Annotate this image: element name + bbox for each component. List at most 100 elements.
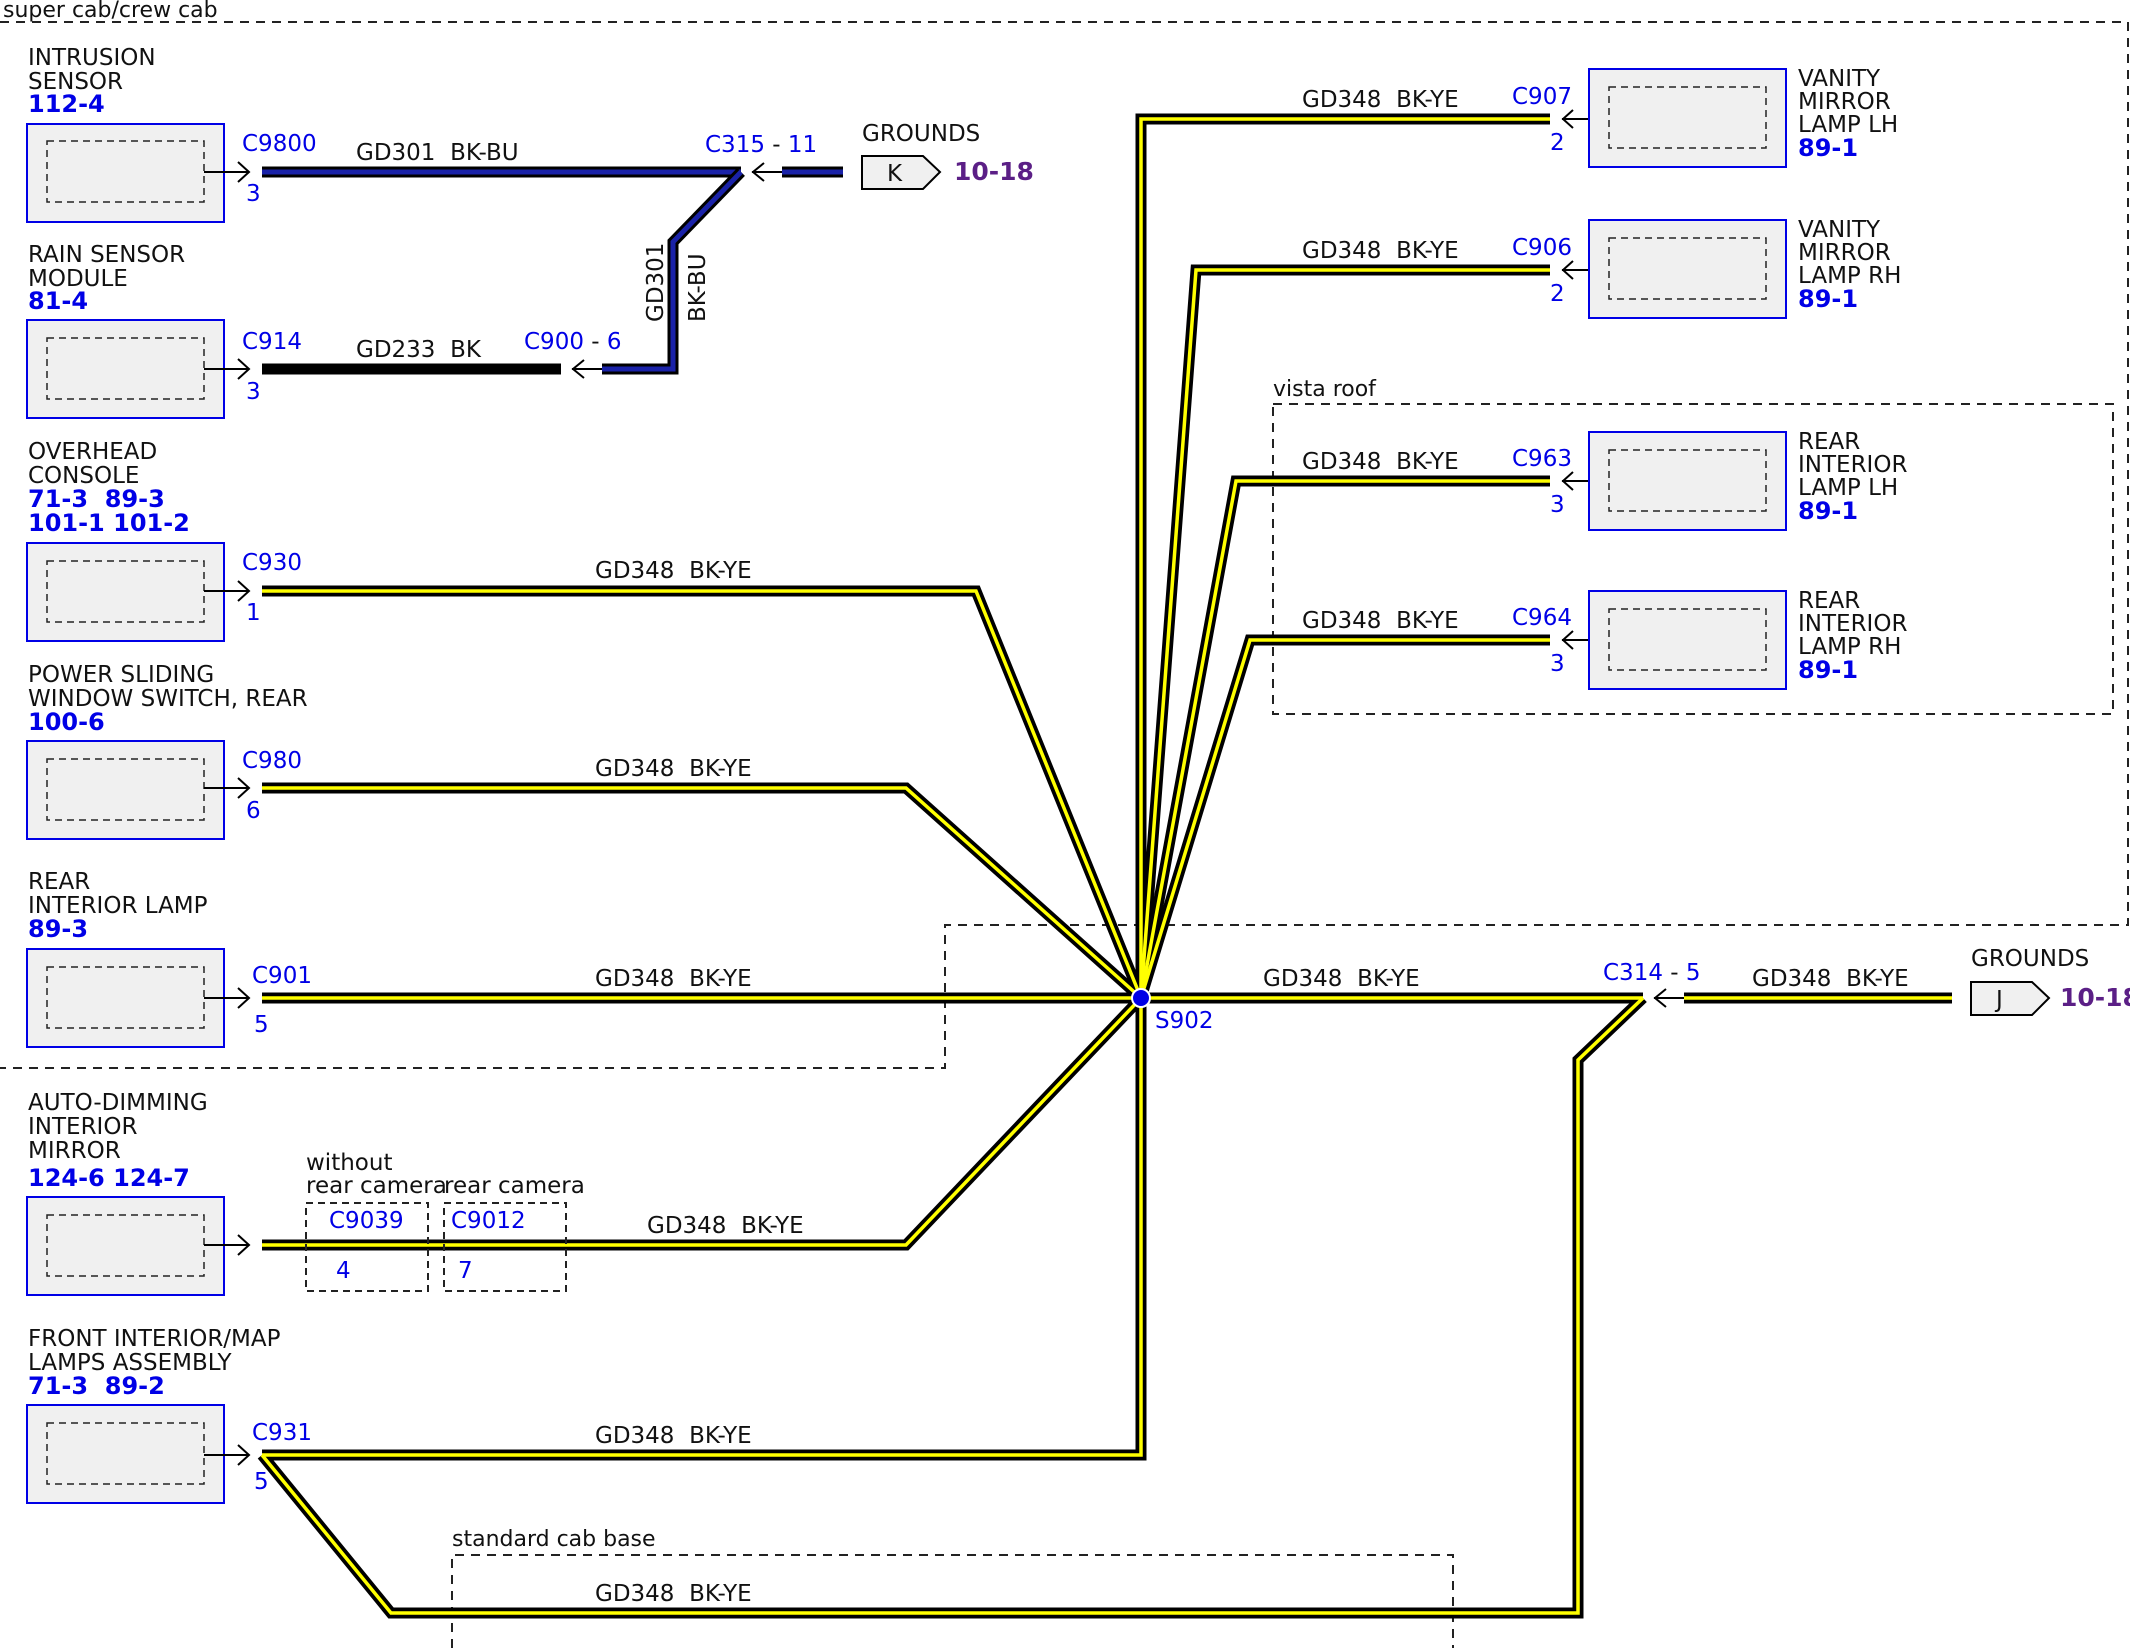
connector-c901: C901 (252, 963, 312, 989)
vanity-rh-name-2: MIRROR (1798, 240, 1891, 266)
connector-c315: C315 - 11 (705, 132, 817, 158)
ground-j-title: GROUNDS (1971, 946, 2089, 972)
connector-c9039-pin: 4 (336, 1258, 351, 1284)
component-vanity-mirror-lamp-rh: VANITY MIRROR LAMP RH 89-1 (1588, 217, 1901, 319)
connector-c9012-pin: 7 (458, 1258, 473, 1284)
wire-label-c901: GD348 BK-YE (595, 966, 752, 992)
connector-c9800: C9800 (242, 131, 317, 157)
connector-c9012: C9012 (451, 1208, 526, 1234)
connector-c980-pin: 6 (246, 798, 261, 824)
rear-lamp-lh-ref: 89-1 (1798, 497, 1858, 525)
overhead-console-ref-2: 101-1 101-2 (28, 509, 190, 537)
rear-camera-label: rear camera (444, 1173, 585, 1199)
wire-label-gd301-vertical-color: BK-BU (685, 253, 711, 322)
zone-vista-roof-outline (1272, 403, 2114, 715)
vanity-lh-ref: 89-1 (1798, 134, 1858, 162)
auto-dimming-name-1: AUTO-DIMMING (28, 1090, 208, 1116)
component-overhead-console: OVERHEAD CONSOLE 71-3 89-3 101-1 101-2 (26, 439, 225, 642)
connector-c980: C980 (242, 748, 302, 774)
connector-c907-pin: 2 (1550, 130, 1565, 156)
rear-lamp-lh-name-2: INTERIOR (1798, 452, 1907, 478)
rear-lamp-rh-ref: 89-1 (1798, 656, 1858, 684)
component-front-interior-map-lamps: FRONT INTERIOR/MAP LAMPS ASSEMBLY 71-3 8… (26, 1326, 281, 1504)
component-power-sliding-window: POWER SLIDING WINDOW SWITCH, REAR 100-6 (26, 662, 308, 840)
wire-label-c906: GD348 BK-YE (1302, 238, 1459, 264)
option-rear-camera: rear camera C9012 7 (443, 1173, 585, 1292)
connector-c930-pin: 1 (246, 600, 261, 626)
ground-k-ref: 10-18 (954, 157, 1034, 186)
wire-label-c907: GD348 BK-YE (1302, 87, 1459, 113)
zone-super-cab-outline (0, 21, 2129, 1069)
connector-c964-pin: 3 (1550, 651, 1565, 677)
connector-c314: C314 - 5 (1603, 960, 1701, 986)
zone-standard-cab-outline (451, 1554, 1454, 1648)
wire-gd301-c900 (602, 168, 745, 375)
wire-label-c964: GD348 BK-YE (1302, 608, 1459, 634)
component-rear-interior-lamp-lh: REAR INTERIOR LAMP LH 89-1 (1588, 429, 1907, 531)
zone-standard-cab-label: standard cab base (452, 1527, 656, 1552)
wire-label-mirror: GD348 BK-YE (647, 1213, 804, 1239)
wire-label-c963: GD348 BK-YE (1302, 449, 1459, 475)
connector-c314-symbol (1653, 988, 1684, 1008)
component-rear-interior-lamp: REAR INTERIOR LAMP 89-3 (26, 869, 225, 1048)
connector-c900: C900 - 6 (524, 329, 622, 355)
connector-c914-pin: 3 (246, 379, 261, 405)
wire-gd348-c963 (1135, 475, 1550, 999)
without-camera-label-1: without (306, 1150, 392, 1176)
connector-c963-pin: 3 (1550, 492, 1565, 518)
zone-super-cab-label: super cab/crew cab (3, 0, 218, 23)
rain-sensor-name-2: MODULE (28, 266, 128, 292)
connector-c930: C930 (242, 550, 302, 576)
vanity-lh-name-2: MIRROR (1798, 89, 1891, 115)
connector-c906: C906 (1512, 235, 1572, 261)
wire-labels: GD301 BK-BU GD233 BK GD301 BK-BU GD348 B… (356, 87, 1909, 1607)
rear-interior-lamp-name-2: INTERIOR LAMP (28, 893, 208, 919)
splice-s902-label: S902 (1155, 1008, 1214, 1034)
wire-label-c931: GD348 BK-YE (595, 1423, 752, 1449)
connector-c315-symbol (751, 162, 782, 182)
rain-sensor-name-1: RAIN SENSOR (28, 242, 185, 268)
vanity-rh-ref: 89-1 (1798, 285, 1858, 313)
ground-j: GROUNDS J 10-18 (1970, 946, 2130, 1016)
connector-c901-pin: 5 (254, 1012, 269, 1038)
wire-label-c980: GD348 BK-YE (595, 756, 752, 782)
wire-gd348-standard-cab (257, 994, 1647, 1619)
connector-c963: C963 (1512, 446, 1572, 472)
rear-lamp-rh-name-1: REAR (1798, 588, 1860, 614)
component-vanity-mirror-lamp-lh: VANITY MIRROR LAMP LH 89-1 (1588, 66, 1898, 168)
wire-label-gd301-vertical-circuit: GD301 (643, 243, 669, 322)
intrusion-sensor-name-2: SENSOR (28, 69, 123, 95)
intrusion-sensor-name-1: INTRUSION (28, 45, 156, 71)
rear-lamp-lh-name-1: REAR (1798, 429, 1860, 455)
vanity-rh-name-3: LAMP RH (1798, 263, 1901, 289)
rear-lamp-lh-name-3: LAMP LH (1798, 475, 1898, 501)
auto-dimming-name-3: MIRROR (28, 1138, 121, 1164)
zone-vista-roof-label: vista roof (1273, 377, 1377, 402)
ground-j-letter: J (1994, 987, 2003, 1013)
wires-gd348 (257, 113, 1952, 1619)
wire-label-gd233: GD233 BK (356, 337, 482, 363)
rain-sensor-ref: 81-4 (28, 287, 88, 315)
overhead-console-ref-1: 71-3 89-3 (28, 485, 165, 513)
connector-c9039: C9039 (329, 1208, 404, 1234)
connector-c931: C931 (252, 1420, 312, 1446)
vanity-lh-name-1: VANITY (1798, 66, 1881, 92)
connector-c964: C964 (1512, 605, 1572, 631)
power-sliding-name-1: POWER SLIDING (28, 662, 214, 688)
front-interior-name-1: FRONT INTERIOR/MAP (28, 1326, 281, 1352)
wire-gd348-c930 (262, 585, 1147, 1001)
component-rain-sensor: RAIN SENSOR MODULE 81-4 (26, 242, 225, 419)
intrusion-sensor-ref: 112-4 (28, 90, 105, 118)
rear-interior-lamp-ref: 89-3 (28, 915, 88, 943)
power-sliding-ref: 100-6 (28, 708, 105, 736)
vanity-lh-name-3: LAMP LH (1798, 112, 1898, 138)
vanity-rh-name-1: VANITY (1798, 217, 1881, 243)
connector-c900-symbol (571, 359, 602, 379)
component-rear-interior-lamp-rh: REAR INTERIOR LAMP RH 89-1 (1588, 588, 1907, 690)
power-sliding-name-2: WINDOW SWITCH, REAR (28, 686, 308, 712)
ground-k-letter: K (887, 161, 903, 187)
option-without-camera: without rear camera C9039 4 (305, 1150, 447, 1292)
wire-label-ground-j: GD348 BK-YE (1752, 966, 1909, 992)
